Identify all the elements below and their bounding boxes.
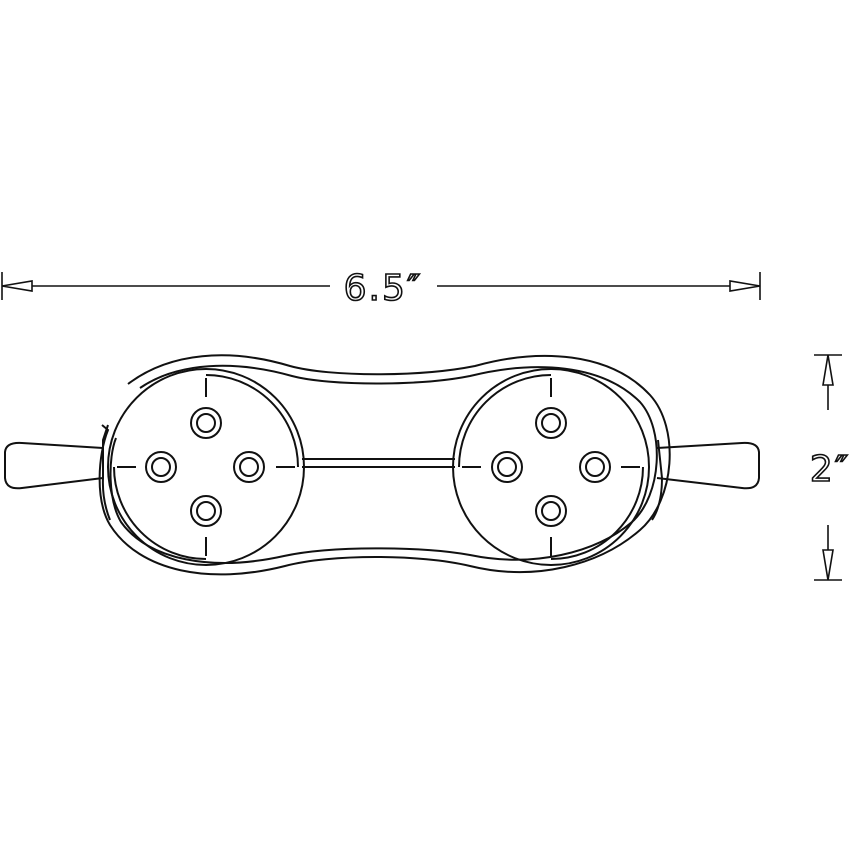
led-boss — [145, 451, 177, 483]
led-boss — [233, 451, 265, 483]
height-dimension — [814, 354, 842, 581]
right-lamp-ring-lower — [550, 466, 644, 560]
height-arrow-top — [822, 354, 834, 386]
left-lamp-ring-lower — [113, 466, 207, 560]
led-boss — [190, 495, 222, 527]
led-boss — [535, 495, 567, 527]
fixture — [4, 354, 760, 576]
height-label: 2″ — [810, 449, 850, 490]
left-tick-marks — [117, 378, 295, 556]
left-lamp-ring — [205, 374, 299, 468]
right-end-clip — [651, 439, 664, 521]
led-boss — [491, 451, 523, 483]
left-end-clip — [101, 424, 111, 521]
width-dimension — [1, 272, 761, 300]
right-led-cluster — [491, 407, 611, 527]
right-tick-marks — [462, 378, 640, 556]
housing-outline — [98, 354, 671, 576]
left-led-cluster — [145, 407, 265, 527]
width-arrow-right — [729, 280, 761, 292]
width-arrow-left — [1, 280, 33, 292]
led-boss — [579, 451, 611, 483]
right-lamp-ring — [458, 374, 552, 468]
right-lamp-disk — [452, 368, 650, 566]
led-boss — [190, 407, 222, 439]
housing-inner-outline — [109, 364, 658, 564]
right-mounting-tab — [656, 441, 760, 490]
height-arrow-bottom — [822, 549, 834, 581]
led-boss — [535, 407, 567, 439]
width-label: 6.5″ — [344, 268, 423, 309]
left-lamp-disk — [107, 368, 305, 566]
left-mounting-tab — [4, 441, 104, 490]
